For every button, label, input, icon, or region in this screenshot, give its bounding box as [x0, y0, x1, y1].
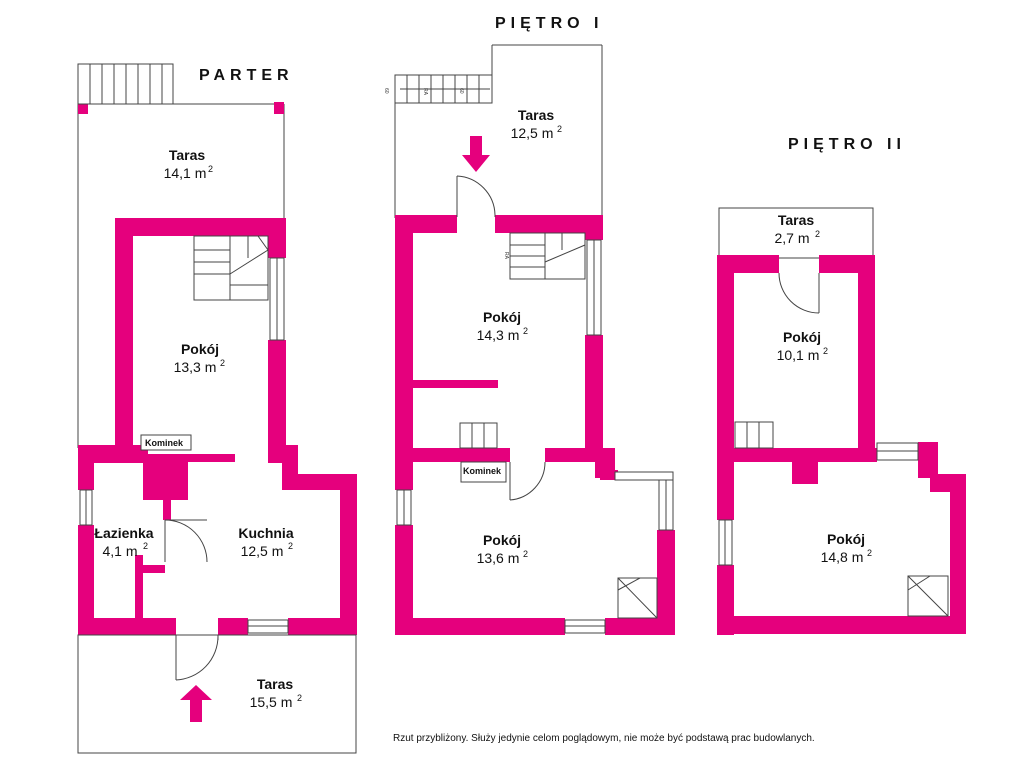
pietro2-pokoj-bottom-name: Pokój: [827, 531, 865, 547]
pietro1-terrace-door: [456, 175, 496, 217]
parter-bathroom-door: [164, 519, 208, 563]
pietro1-taras-sup: 2: [557, 124, 562, 134]
parter-lazienka-area: 4,1 m: [102, 543, 137, 559]
pietro2-taras-sup: 2: [815, 229, 820, 239]
pietro1-pokoj-top-area: 14,3 m: [477, 327, 520, 343]
parter-taras-top-area: 14,1 m: [164, 165, 207, 181]
pietro1-pokoj-top-sup: 2: [523, 326, 528, 336]
parter-bottom-terrace: [77, 634, 357, 754]
pietro1-pokoj-top-name: Pokój: [483, 309, 521, 325]
pietro1-interior-door: [509, 461, 546, 501]
stair-mark: 60: [458, 88, 464, 94]
parter-taras-bottom-area: 15,5 m: [250, 694, 293, 710]
parter-lazienka-sup: 2: [143, 541, 148, 551]
pietro2-terrace-door: [778, 272, 820, 314]
parter-fireplace-box: [140, 434, 192, 451]
pietro2-pokoj-top-area: 10,1 m: [777, 347, 820, 363]
pietro2-floor: PIĘTRO II: [717, 136, 966, 635]
pietro1-pokoj-bottom-name: Pokój: [483, 532, 521, 548]
pietro2-pokoj-top-name: Pokój: [783, 329, 821, 345]
pietro2-terrace: [718, 207, 874, 259]
pietro1-floor: PIĘTRO I 60 RA 60: [383, 15, 675, 635]
pietro2-taras-name: Taras: [778, 212, 815, 228]
parter-taras-top-sup: 2: [208, 164, 213, 174]
parter-entrance-door: [175, 635, 219, 681]
parter-pokoj-name: Pokój: [181, 341, 219, 357]
stair-mark: 60: [383, 88, 389, 94]
parter-post: [274, 102, 284, 114]
parter-kuchnia-name: Kuchnia: [238, 525, 293, 541]
pietro1-taras-name: Taras: [518, 107, 555, 123]
parter-post: [78, 102, 88, 114]
stair-mark: RA: [503, 252, 509, 260]
pietro1-taras-area: 12,5 m: [511, 125, 554, 141]
pietro2-pokoj-bottom-sup: 2: [867, 548, 872, 558]
parter-taras-bottom-sup: 2: [297, 693, 302, 703]
pietro2-stairs: [734, 421, 774, 449]
parter-fireplace-label: Kominek: [145, 438, 184, 448]
pietro2-walls: [717, 255, 966, 635]
parter-interior-stairs: [193, 235, 269, 301]
pietro1-walls: [395, 215, 675, 635]
pietro2-pokoj-top-sup: 2: [823, 346, 828, 356]
pietro1-fireplace-box: [460, 461, 507, 483]
pietro2-pokoj-bottom-area: 14,8 m: [821, 549, 864, 565]
pietro2-taras-area: 2,7 m: [774, 230, 809, 246]
stair-mark: RA: [422, 88, 428, 96]
parter-kuchnia-area: 12,5 m: [241, 543, 284, 559]
pietro1-top-stairs: 60 RA 60: [383, 74, 493, 104]
entrance-arrow-icon: [180, 685, 212, 722]
parter-taras-bottom-name: Taras: [257, 676, 294, 692]
parter-walls: [78, 218, 357, 635]
parter-pokoj-sup: 2: [220, 358, 225, 368]
pietro1-title: PIĘTRO I: [495, 15, 603, 32]
pietro2-title: PIĘTRO II: [788, 136, 906, 153]
parter-kuchnia-sup: 2: [288, 541, 293, 551]
pietro1-pokoj-bottom-sup: 2: [523, 549, 528, 559]
parter-top-stairs: [77, 63, 174, 105]
down-arrow-icon: [462, 136, 490, 172]
pietro1-interior-stairs: RA: [503, 232, 586, 280]
pietro1-pokoj-bottom-area: 13,6 m: [477, 550, 520, 566]
pietro1-mid-stairs: [459, 422, 498, 449]
pietro1-fireplace-label: Kominek: [463, 466, 502, 476]
parter-title: PARTER: [199, 67, 294, 84]
disclaimer: Rzut przybliżony. Służy jedynie celom po…: [393, 733, 815, 744]
parter-floor: PARTER: [77, 63, 357, 754]
parter-lazienka-name: Łazienka: [94, 525, 153, 541]
parter-pokoj-area: 13,3 m: [174, 359, 217, 375]
parter-taras-top-name: Taras: [169, 147, 206, 163]
